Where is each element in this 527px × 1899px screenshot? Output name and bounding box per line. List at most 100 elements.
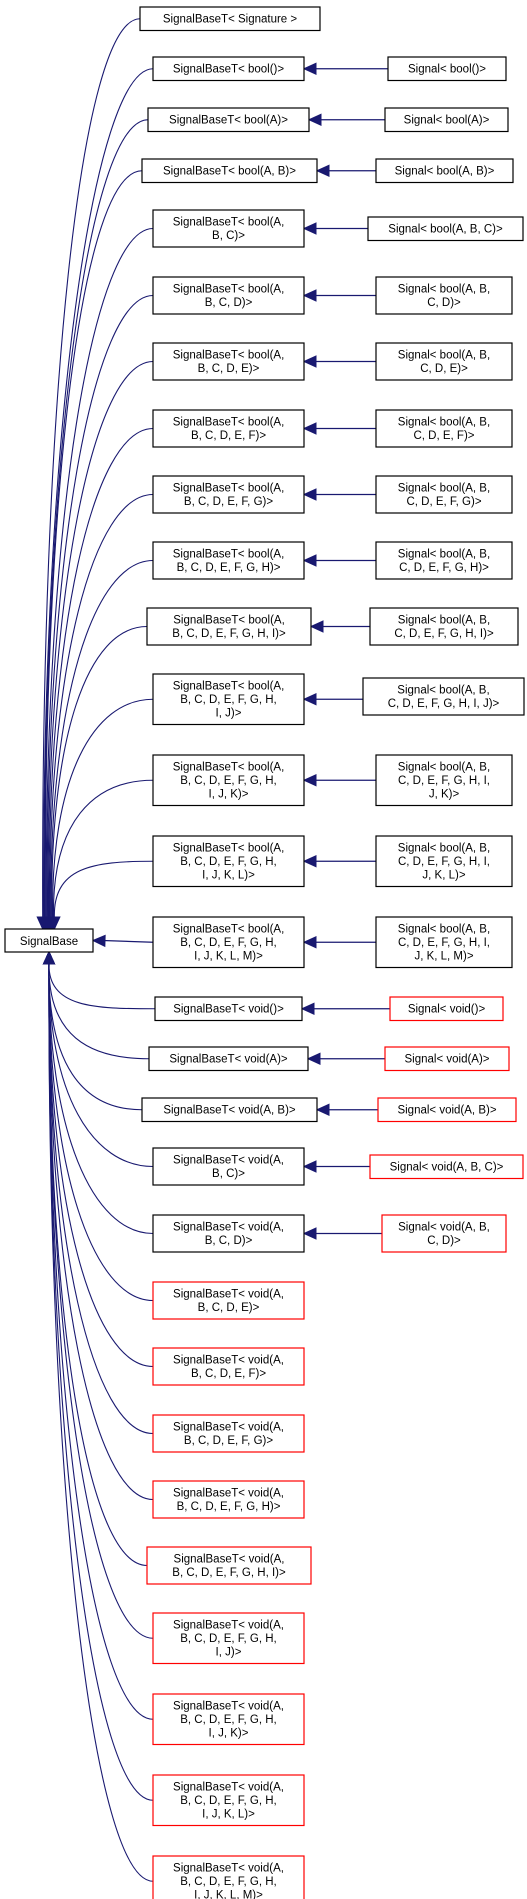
arrowhead-derived-15 [306, 1052, 321, 1066]
derived-node-12-label: C, D, E, F, G, H, I, [398, 856, 490, 868]
base-node-4-box [152, 209, 305, 248]
base-node-3-label: SignalBaseT< bool(A, B)> [163, 166, 296, 178]
derived-node-1-label: Signal< bool(A)> [404, 115, 490, 127]
base-node-1[interactable]: SignalBaseT< bool()> [152, 56, 305, 82]
arrowhead-base-13 [48, 916, 61, 931]
base-node-22[interactable]: SignalBaseT< void(A,B, C, D, E, F, G)> [152, 1414, 305, 1453]
base-node-25[interactable]: SignalBaseT< void(A,B, C, D, E, F, G, H,… [152, 1612, 305, 1665]
derived-node-8[interactable]: Signal< bool(A, B,C, D, E, F, G, H)> [375, 541, 513, 580]
base-node-3[interactable]: SignalBaseT< bool(A, B)> [141, 158, 318, 184]
base-node-28-label: B, C, D, E, F, G, H, [180, 1876, 277, 1888]
base-node-20-label: SignalBaseT< void(A, [173, 1289, 284, 1301]
derived-node-14-label: Signal< void()> [408, 1004, 486, 1016]
arrowhead-derived-8 [302, 554, 317, 567]
base-node-3-box [141, 158, 318, 184]
derived-node-12[interactable]: Signal< bool(A, B,C, D, E, F, G, H, I,J,… [375, 835, 513, 888]
base-node-9[interactable]: SignalBaseT< bool(A,B, C, D, E, F, G, H)… [152, 541, 305, 580]
edge-base-20-to-root [48, 961, 154, 1302]
base-node-10[interactable]: SignalBaseT< bool(A,B, C, D, E, F, G, H,… [146, 607, 312, 646]
base-node-28[interactable]: SignalBaseT< void(A,B, C, D, E, F, G, H,… [152, 1855, 305, 1899]
base-node-10-box [146, 607, 312, 646]
base-node-23-label: B, C, D, E, F, G, H)> [177, 1501, 281, 1513]
derived-node-4-label: C, D)> [427, 297, 461, 309]
base-node-21[interactable]: SignalBaseT< void(A,B, C, D, E, F)> [152, 1347, 305, 1386]
derived-node-16[interactable]: Signal< void(A, B)> [377, 1097, 517, 1123]
derived-node-10-label: C, D, E, F, G, H, I, J)> [388, 698, 500, 710]
base-node-23[interactable]: SignalBaseT< void(A,B, C, D, E, F, G, H)… [152, 1480, 305, 1519]
base-node-20[interactable]: SignalBaseT< void(A,B, C, D, E)> [152, 1281, 305, 1320]
derived-node-18[interactable]: Signal< void(A, B,C, D)> [381, 1214, 507, 1253]
derived-node-5[interactable]: Signal< bool(A, B,C, D, E)> [375, 342, 513, 381]
derived-node-6[interactable]: Signal< bool(A, B,C, D, E, F)> [375, 409, 513, 448]
base-node-4[interactable]: SignalBaseT< bool(A,B, C)> [152, 209, 305, 248]
derived-node-3[interactable]: Signal< bool(A, B, C)> [367, 216, 524, 242]
base-node-0[interactable]: SignalBaseT< Signature > [139, 6, 321, 32]
derived-node-13-label: C, D, E, F, G, H, I, [398, 937, 490, 949]
base-node-14[interactable]: SignalBaseT< bool(A,B, C, D, E, F, G, H,… [152, 916, 305, 969]
base-node-15[interactable]: SignalBaseT< void()> [154, 996, 303, 1022]
base-node-2[interactable]: SignalBaseT< bool(A)> [147, 107, 310, 133]
derived-node-17[interactable]: Signal< void(A, B, C)> [369, 1154, 524, 1180]
derived-node-4[interactable]: Signal< bool(A, B,C, D)> [375, 276, 513, 315]
base-node-21-box [152, 1347, 305, 1386]
base-node-27-label: SignalBaseT< void(A, [173, 1782, 284, 1794]
base-node-28-label: I, J, K, L, M)> [194, 1890, 263, 1899]
base-node-5-box [152, 276, 305, 315]
base-node-19[interactable]: SignalBaseT< void(A,B, C, D)> [152, 1214, 305, 1253]
derived-node-2[interactable]: Signal< bool(A, B)> [375, 158, 514, 184]
base-node-27[interactable]: SignalBaseT< void(A,B, C, D, E, F, G, H,… [152, 1774, 305, 1827]
base-node-9-label: B, C, D, E, F, G, H)> [177, 562, 281, 574]
base-node-8-box [152, 475, 305, 514]
edge-base-7-to-root [48, 427, 154, 920]
derived-node-0[interactable]: Signal< bool()> [387, 56, 507, 82]
base-node-21-label: B, C, D, E, F)> [191, 1368, 266, 1380]
edge-base-17-to-root [48, 961, 143, 1111]
arrowhead-derived-6 [302, 422, 317, 435]
base-node-16-box [148, 1046, 309, 1072]
derived-node-11[interactable]: Signal< bool(A, B,C, D, E, F, G, H, I,J,… [375, 754, 513, 807]
derived-node-13[interactable]: Signal< bool(A, B,C, D, E, F, G, H, I,J,… [375, 916, 513, 969]
base-node-7-label: SignalBaseT< bool(A, [173, 417, 285, 429]
base-node-8-label: B, C, D, E, F, G)> [184, 496, 273, 508]
base-node-16[interactable]: SignalBaseT< void(A)> [148, 1046, 309, 1072]
derived-node-15-box [384, 1046, 510, 1072]
base-node-6[interactable]: SignalBaseT< bool(A,B, C, D, E)> [152, 342, 305, 381]
base-node-12[interactable]: SignalBaseT< bool(A,B, C, D, E, F, G, H,… [152, 754, 305, 807]
base-node-13[interactable]: SignalBaseT< bool(A,B, C, D, E, F, G, H,… [152, 835, 305, 888]
base-node-26[interactable]: SignalBaseT< void(A,B, C, D, E, F, G, H,… [152, 1693, 305, 1746]
derived-node-10-label: Signal< bool(A, B, [397, 685, 489, 697]
edge-base-19-to-root [48, 961, 154, 1235]
derived-node-9-box [369, 607, 519, 646]
derived-node-10[interactable]: Signal< bool(A, B,C, D, E, F, G, H, I, J… [362, 677, 525, 716]
base-node-7[interactable]: SignalBaseT< bool(A,B, C, D, E, F)> [152, 409, 305, 448]
arrowhead-derived-13 [302, 935, 317, 949]
derived-node-15[interactable]: Signal< void(A)> [384, 1046, 510, 1072]
base-node-17[interactable]: SignalBaseT< void(A, B)> [141, 1097, 318, 1123]
derived-node-1[interactable]: Signal< bool(A)> [384, 107, 509, 133]
base-node-15-box [154, 996, 303, 1022]
base-node-27-box [152, 1774, 305, 1827]
base-node-5-label: B, C, D)> [205, 297, 253, 309]
derived-node-14[interactable]: Signal< void()> [389, 996, 504, 1022]
base-node-23-box [152, 1480, 305, 1519]
base-node-5[interactable]: SignalBaseT< bool(A,B, C, D)> [152, 276, 305, 315]
base-node-18[interactable]: SignalBaseT< void(A,B, C)> [152, 1147, 305, 1186]
base-node-8[interactable]: SignalBaseT< bool(A,B, C, D, E, F, G)> [152, 475, 305, 514]
base-node-24[interactable]: SignalBaseT< void(A,B, C, D, E, F, G, H,… [146, 1546, 312, 1585]
base-node-10-label: SignalBaseT< bool(A, [173, 615, 285, 627]
root-node-signalbase[interactable]: SignalBase [4, 928, 94, 953]
edge-base-13-to-root [53, 860, 154, 920]
base-node-11[interactable]: SignalBaseT< bool(A,B, C, D, E, F, G, H,… [152, 673, 305, 726]
derived-node-12-box [375, 835, 513, 888]
edge-base-14-to-root [102, 939, 154, 943]
derived-node-15-label: Signal< void(A)> [404, 1054, 489, 1066]
derived-node-7[interactable]: Signal< bool(A, B,C, D, E, F, G)> [375, 475, 513, 514]
base-node-11-label: B, C, D, E, F, G, H, [180, 694, 277, 706]
arrowhead-derived-14 [300, 1002, 315, 1016]
base-node-1-box [152, 56, 305, 82]
derived-node-9[interactable]: Signal< bool(A, B,C, D, E, F, G, H, I)> [369, 607, 519, 646]
base-node-9-label: SignalBaseT< bool(A, [173, 549, 285, 561]
derived-node-14-box [389, 996, 504, 1022]
arrowhead-derived-11 [302, 773, 317, 787]
